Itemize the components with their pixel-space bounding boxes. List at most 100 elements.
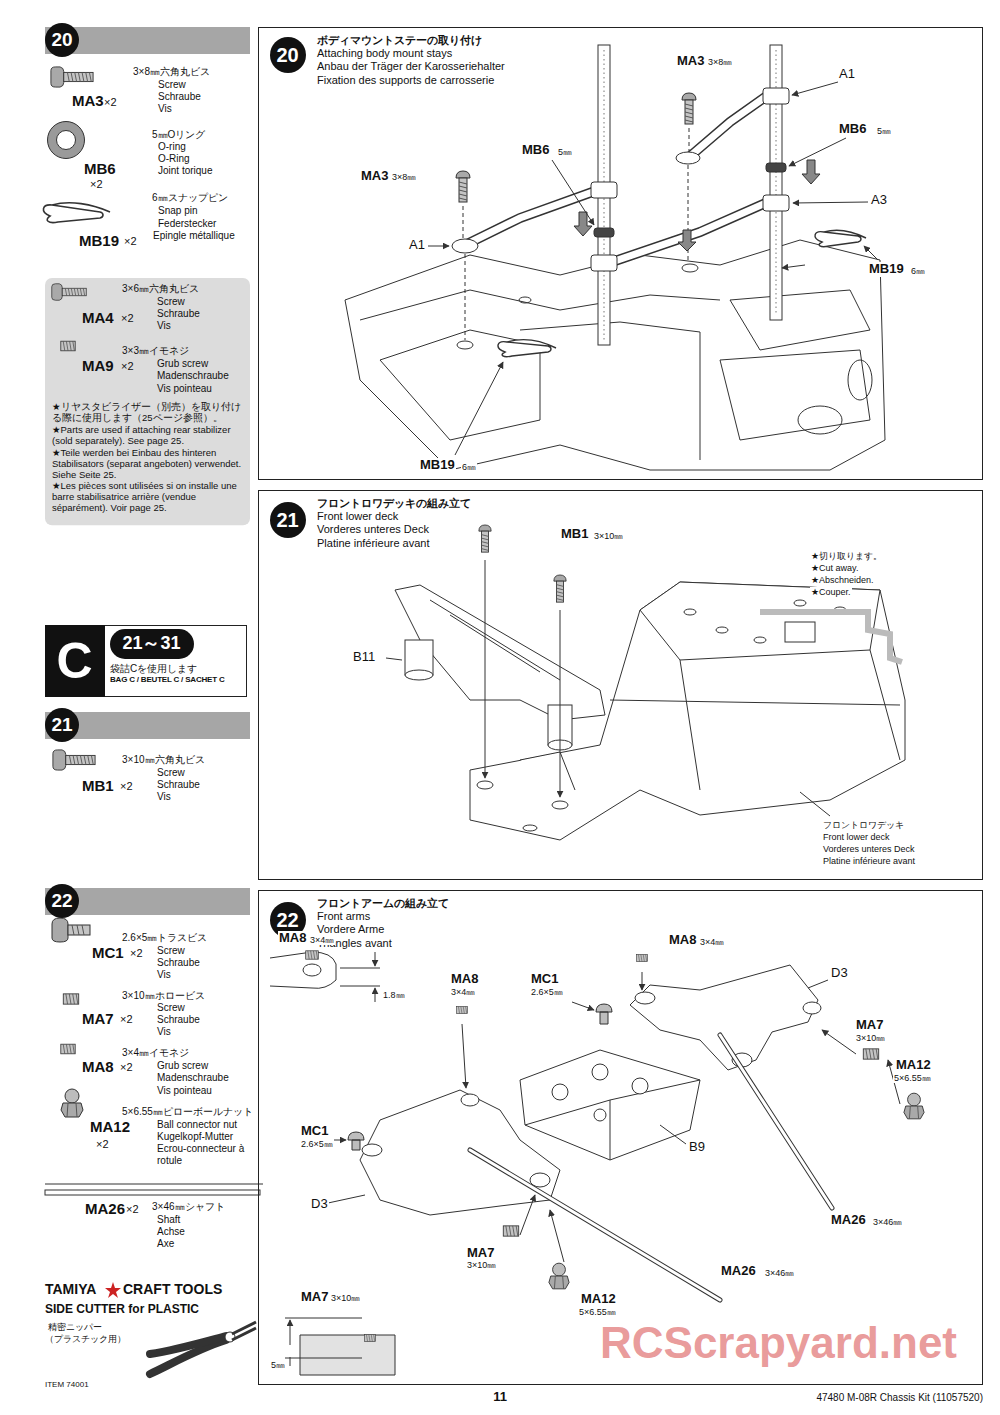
illustration-part [53,750,95,770]
illustration-part [395,582,905,840]
step-number: 21 [45,708,79,742]
illustration-part [290,1357,291,1366]
illustration-part [815,230,866,246]
part-code: MC1 [530,972,559,987]
illustration-part [340,968,380,969]
illustration-part [800,792,830,816]
step-number: 21 [270,502,306,538]
illustration-part [452,239,478,253]
label-text: 3×4㎜ [699,937,725,947]
illustration-part [612,202,768,262]
illustration-part [782,265,805,268]
illustration-part [52,284,87,301]
label-text: 3×4㎜イモネジ [122,1047,189,1059]
label-text: Achse [157,1226,185,1238]
label-text: ×2 [126,1203,139,1216]
label-text: 5㎜ [876,126,892,136]
illustration-part [485,560,560,797]
label-text: ×2 [120,1061,133,1074]
illustration-part [306,951,319,959]
illustration-part [550,1210,564,1262]
illustration-part [520,1050,700,1160]
illustration-part [720,1035,832,1208]
part-code: MC1 [300,1124,329,1139]
node-text: Platine inférieure avant [317,537,974,550]
label-text: 2.6×5㎜トラスビス [122,932,207,944]
part-code: MA8 [82,1058,114,1075]
note-box: ★リヤスタビライザー（別売）を取り付ける際に使用します（25ページ参照）。★Pa… [45,278,250,521]
label-text: Vis [157,969,171,981]
label-text: ×2 [121,312,134,325]
illustration-part [45,1190,260,1195]
illustration-part [794,600,806,606]
label-text: Axe [157,1238,174,1250]
illustration-part [455,362,503,455]
step-panel: フロントアームの組み立てFront armsVordere ArmeTriang… [258,890,983,1385]
label-text: 2.6×5㎜ [530,987,564,997]
illustration-part [676,152,700,164]
illustration-part [793,202,868,203]
illustration-part [386,658,402,660]
part-code: MA8 [278,931,307,946]
illustration-part [428,82,878,455]
step-number: 20 [270,37,306,73]
illustration-part [560,610,561,797]
label-text: ★切り取ります。 [810,551,883,561]
illustration-part [465,254,466,340]
watermark: RCScrapyard.net [600,1318,957,1369]
part-code: MA26 [85,1200,125,1217]
label-text: 3×8㎜ [707,57,733,67]
illustration-part [572,1002,594,1010]
illustration-part [365,1334,376,1341]
part-code: MC1 [92,944,124,961]
part-code: CRAFT TOOLS [123,1281,222,1297]
step-number: 20 [45,23,79,57]
illustration-part [574,212,592,236]
label-text: Vis [157,1026,171,1038]
illustration-part [637,954,648,961]
label-text: 5㎜ [557,147,573,157]
illustration-part [682,93,696,124]
node-text: 袋詰Cを使用します [110,663,243,675]
node-text: ★Teile werden bei Einbau des hinteren St… [52,448,244,481]
label-text: Screw [157,296,185,308]
illustration-part [716,627,728,633]
label-text: ×2 [130,947,143,960]
illustration-part [428,246,449,247]
node-text: ★Les pièces sont utilisées si on install… [52,481,244,514]
node-text: ★リヤスタビライザー（別売）を取り付ける際に使用します（25ページ参照）。 [52,402,244,424]
illustration-part [43,203,110,223]
label-text: D3 [830,966,849,981]
illustration-part [470,582,905,840]
illustration-part [520,1195,535,1235]
illustration-part [45,278,250,525]
illustration-part [68,925,90,935]
node-text: 20 [51,29,72,51]
illustration-part [848,360,872,400]
illustration-part [720,350,870,440]
part-code: MA12 [580,1292,617,1307]
illustration-part [680,650,900,790]
illustration-part [303,964,321,976]
node-text: Vordere Arme [317,923,974,936]
part-code: MA8 [450,972,479,987]
label-text: Vis [157,320,171,332]
illustration-part [640,582,880,660]
label-text: ×2 [121,360,134,373]
illustration-part [689,128,690,151]
illustration-part [340,986,380,987]
part-code: MA26 [830,1213,867,1228]
illustration-part [290,1320,291,1345]
part-code: MA3 [676,54,705,69]
illustration-part [802,160,820,184]
illustration-part [610,700,900,705]
label-text: Screw [157,767,185,779]
label-text: Schraube [157,957,200,969]
illustration-part [730,290,870,350]
label-text: Shaft [157,1214,180,1226]
label-text: 6㎜ [461,462,477,472]
label-text: Vis pointeau [157,1085,212,1097]
label-text: （プラスチック用） [45,1334,126,1344]
illustration-part [285,1318,362,1319]
